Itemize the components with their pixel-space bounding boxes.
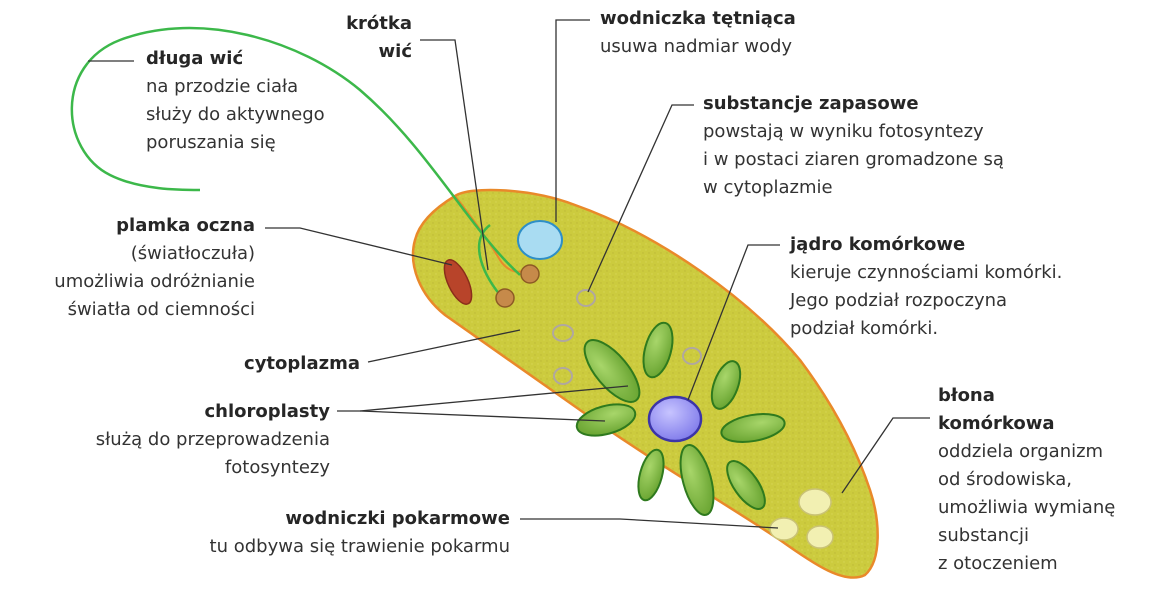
label-title: wodniczki pokarmowe	[130, 505, 510, 533]
label-desc: umożliwia odróżnianie	[5, 268, 255, 296]
label-desc: i w postaci ziaren gromadzone są	[703, 146, 1004, 174]
label-title: chloroplasty	[30, 398, 330, 426]
label-title: jądro komórkowe	[790, 231, 1062, 259]
label-reserve-substances: substancje zapasowe powstają w wyniku fo…	[703, 90, 1004, 202]
label-desc: służy do aktywnego	[146, 101, 325, 129]
label-title: błona	[938, 382, 1115, 410]
label-title: plamka oczna	[5, 212, 255, 240]
label-eyespot: plamka oczna (światłoczuła) umożliwia od…	[5, 212, 255, 324]
label-contractile-vacuole: wodniczka tętniąca usuwa nadmiar wody	[600, 5, 796, 61]
label-title: substancje zapasowe	[703, 90, 1004, 118]
label-title: wodniczka tętniąca	[600, 5, 796, 33]
label-food-vacuoles: wodniczki pokarmowe tu odbywa się trawie…	[130, 505, 510, 561]
label-desc: oddziela organizm	[938, 438, 1115, 466]
label-desc: kieruje czynnościami komórki.	[790, 259, 1062, 287]
label-long-flagellum: długa wić na przodzie ciała służy do akt…	[146, 45, 325, 157]
label-desc: fotosyntezy	[30, 454, 330, 482]
label-desc: (światłoczuła)	[5, 240, 255, 268]
label-title: komórkowa	[938, 410, 1115, 438]
label-desc: od środowiska,	[938, 466, 1115, 494]
label-desc: poruszania się	[146, 129, 325, 157]
label-title: krótka	[332, 10, 412, 38]
label-desc: substancji	[938, 522, 1115, 550]
basal-body	[521, 265, 539, 283]
label-cell-membrane: błona komórkowa oddziela organizm od śro…	[938, 382, 1115, 578]
label-title: wić	[332, 38, 412, 66]
label-desc: w cytoplazmie	[703, 174, 1004, 202]
label-desc: usuwa nadmiar wody	[600, 33, 796, 61]
label-desc: służą do przeprowadzenia	[30, 426, 330, 454]
label-desc: z otoczeniem	[938, 550, 1115, 578]
basal-body	[496, 289, 514, 307]
label-chloroplasts: chloroplasty służą do przeprowadzenia fo…	[30, 398, 330, 482]
label-desc: na przodzie ciała	[146, 73, 325, 101]
label-title: długa wić	[146, 45, 325, 73]
label-desc: podział komórki.	[790, 315, 1062, 343]
label-desc: tu odbywa się trawienie pokarmu	[130, 533, 510, 561]
label-nucleus: jądro komórkowe kieruje czynnościami kom…	[790, 231, 1062, 343]
label-short-flagellum: krótka wić	[332, 10, 412, 66]
label-cytoplasm: cytoplazma	[160, 350, 360, 378]
label-title: cytoplazma	[160, 350, 360, 378]
label-desc: światła od ciemności	[5, 296, 255, 324]
nucleus	[649, 397, 701, 441]
label-desc: powstają w wyniku fotosyntezy	[703, 118, 1004, 146]
label-desc: Jego podział rozpoczyna	[790, 287, 1062, 315]
contractile-vacuole	[518, 221, 562, 259]
label-desc: umożliwia wymianę	[938, 494, 1115, 522]
